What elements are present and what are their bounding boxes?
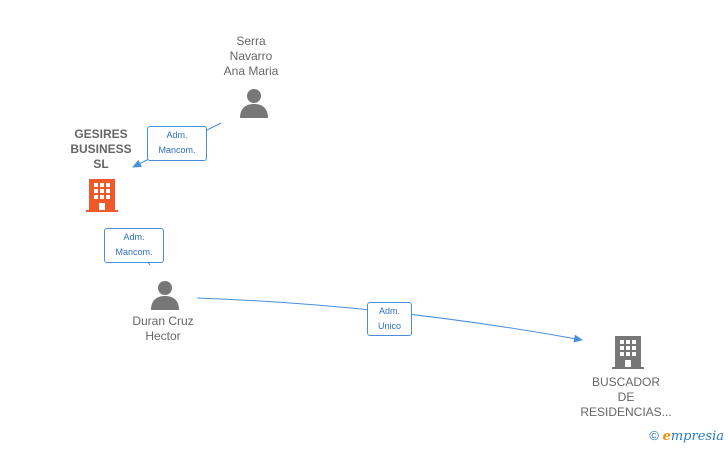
- node-label-buscador: BUSCADOR DE RESIDENCIAS...: [580, 375, 672, 419]
- person-icon[interactable]: [149, 279, 181, 316]
- node-label-serra: Serra Navarro Ana Maria: [223, 34, 279, 78]
- edge-label-adm-unico: Adm. Unico: [367, 302, 412, 336]
- edge-label-adm-mancom: Adm. Mancom.: [147, 126, 207, 161]
- building-icon[interactable]: [85, 177, 119, 218]
- brand-name: mpresia: [670, 429, 724, 444]
- person-icon[interactable]: [238, 87, 270, 124]
- node-label-duran: Duran Cruz Hector: [132, 314, 194, 343]
- node-label-gesires: GESIRES BUSINESS SL: [70, 127, 132, 171]
- edge-label-adm-mancom: Adm. Mancom.: [104, 228, 164, 263]
- brand-initial: e: [662, 429, 671, 444]
- copyright-symbol: ©: [649, 428, 659, 443]
- empresia-logo: © empresia: [649, 428, 724, 444]
- building-icon[interactable]: [611, 334, 645, 375]
